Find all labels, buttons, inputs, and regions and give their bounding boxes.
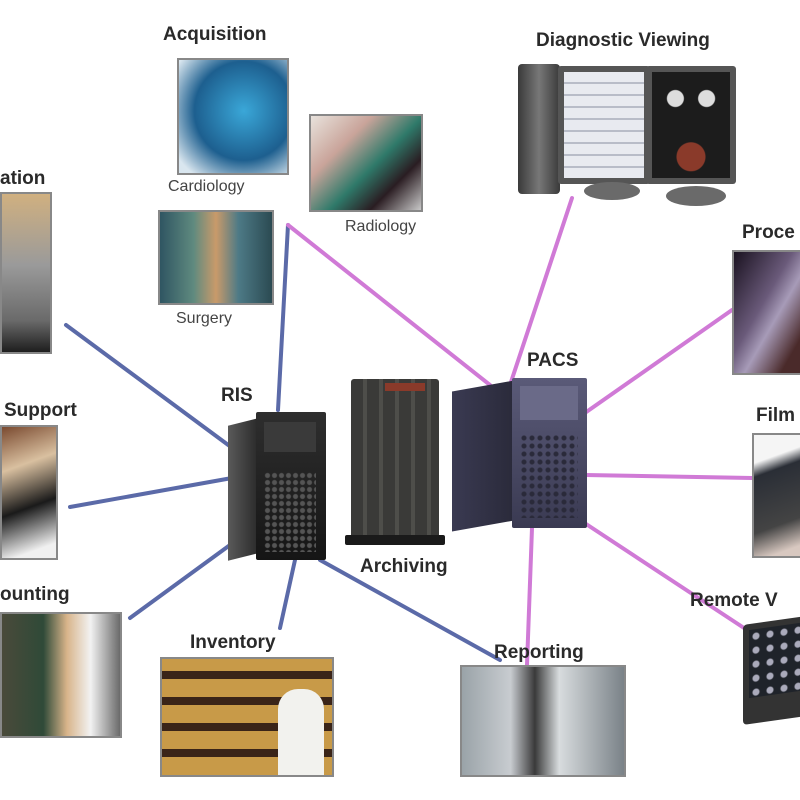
support-image — [0, 425, 58, 560]
link-ris-accounting — [128, 543, 232, 620]
film-label: Film — [756, 405, 796, 426]
link-pacs-film — [583, 473, 754, 480]
remote-viewing-label: Remote V — [690, 590, 778, 611]
inventory-image — [160, 657, 334, 777]
surgery-label: Surgery — [176, 310, 233, 327]
registration-label: ation — [0, 168, 46, 189]
registration-image — [0, 192, 52, 354]
pacs-label: PACS — [527, 350, 579, 371]
archiving-label: Archiving — [360, 556, 448, 577]
laptop-icon — [743, 615, 800, 725]
diagnostic-viewing-label: Diagnostic Viewing — [536, 30, 710, 51]
procedures-label: Proce — [742, 222, 795, 243]
reporting-label: Reporting — [494, 642, 584, 663]
cardiology-label: Cardiology — [168, 178, 245, 195]
link-pacs-procedures — [580, 308, 734, 417]
radiology-label: Radiology — [345, 218, 417, 235]
link-ris-acquisition — [276, 223, 290, 412]
film-image — [752, 433, 800, 558]
accounting-image — [0, 612, 122, 738]
accounting-label: ounting — [0, 584, 70, 605]
archiving-server-icon — [345, 375, 445, 550]
workstation-icon — [518, 64, 736, 210]
surgery-image — [158, 210, 274, 305]
acquisition-label: Acquisition — [163, 24, 267, 45]
ris-server-icon — [228, 412, 328, 562]
link-pacs-diagnostic — [508, 196, 574, 387]
ris-label: RIS — [221, 385, 253, 406]
inventory-label: Inventory — [190, 632, 276, 653]
link-ris-reporting — [318, 558, 502, 662]
radiology-image — [309, 114, 423, 212]
reporting-image — [460, 665, 626, 777]
cardiology-image — [177, 58, 289, 175]
pacs-server-icon — [452, 378, 587, 532]
procedures-image — [732, 250, 800, 375]
link-pacs-reporting — [525, 526, 534, 667]
link-pacs-remote — [578, 518, 746, 630]
link-pacs-acquisition — [286, 223, 492, 387]
support-label: Support — [4, 400, 77, 421]
link-ris-inventory — [278, 558, 297, 630]
link-ris-registration — [64, 323, 237, 452]
link-ris-support — [68, 476, 234, 509]
